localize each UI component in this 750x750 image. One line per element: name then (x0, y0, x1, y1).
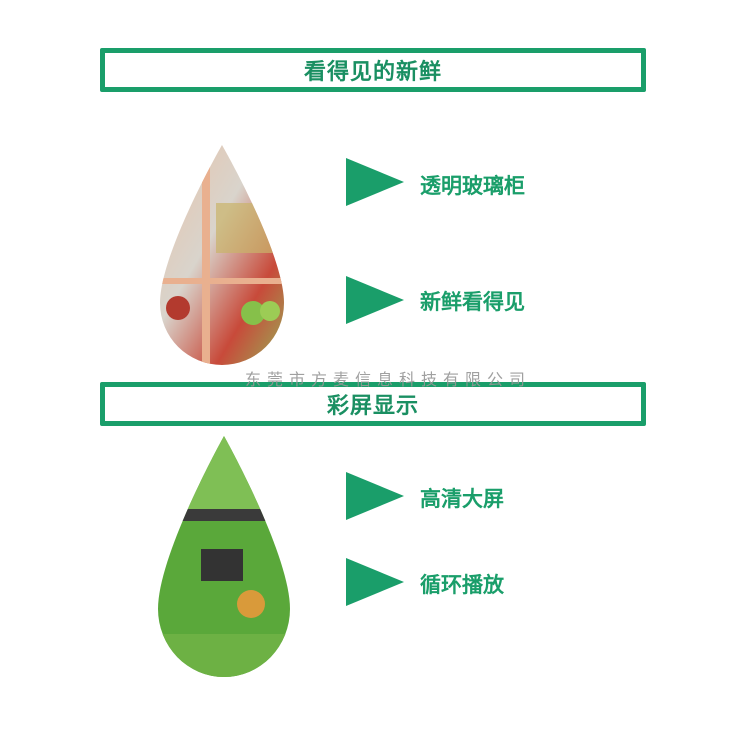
feature-label: 透明玻璃柜 (420, 174, 525, 198)
display-cabinet-photo (160, 145, 284, 365)
feature-label: 高清大屏 (420, 487, 504, 511)
color-screen-photo (158, 436, 290, 677)
arrow-icon (346, 276, 404, 324)
arrow-icon (346, 558, 404, 606)
section-title: 彩屏显示 (326, 394, 419, 419)
section-banner-fresh: 看得见的新鲜 (100, 48, 646, 92)
section-title: 看得见的新鲜 (303, 60, 442, 85)
arrow-icon (346, 158, 404, 206)
watermark: 东莞市方麦信息科技有限公司 (245, 370, 532, 389)
feature-label: 循环播放 (420, 573, 504, 597)
section-banner-screen: 彩屏显示 (100, 382, 646, 426)
arrow-icon (346, 472, 404, 520)
feature-label: 新鲜看得见 (420, 290, 525, 314)
